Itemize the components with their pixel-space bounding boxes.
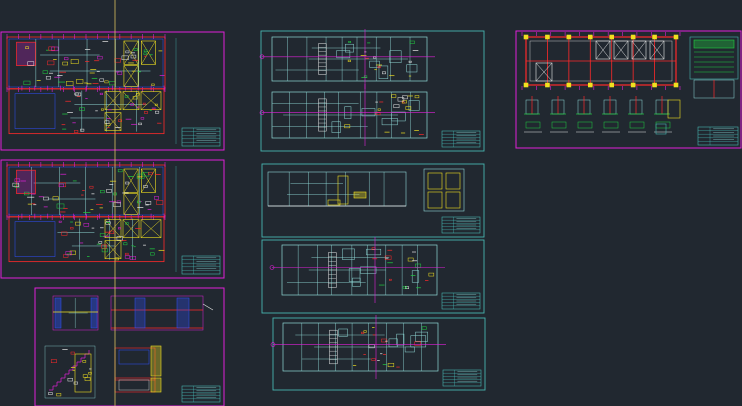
sheet-plan-2 <box>261 237 485 314</box>
drawing-sheets-layer <box>0 29 742 406</box>
sheet-floor-plans-a-second-floor <box>8 85 165 135</box>
sheet-elevations <box>261 163 485 238</box>
sheet-plan-3 <box>270 315 486 391</box>
sheet-sections-details <box>34 287 225 406</box>
sheet-floor-plans-a <box>0 31 225 151</box>
sheet-floor-plans-b <box>0 159 225 279</box>
sheet-structural-plan <box>515 30 742 149</box>
sheet-floor-plans-b-second-floor <box>8 213 165 263</box>
stair-detail <box>44 345 96 399</box>
sheet-plan-1 <box>259 29 485 152</box>
